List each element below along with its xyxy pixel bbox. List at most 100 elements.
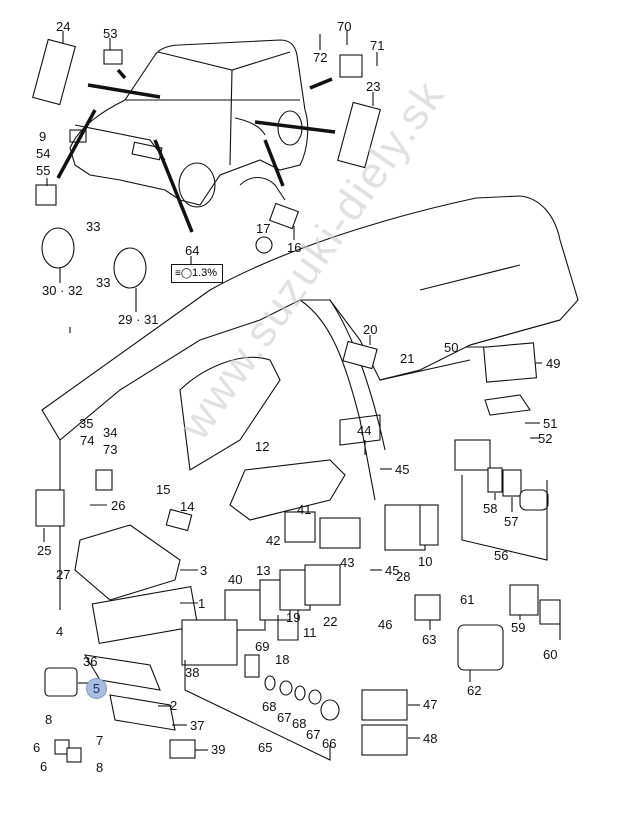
part-58 [487, 467, 503, 493]
callout-47[interactable]: 47 [423, 697, 438, 712]
part-67b [308, 689, 322, 705]
callout-65[interactable]: 65 [258, 740, 273, 755]
callout-50[interactable]: 50 [444, 340, 459, 355]
callout-74[interactable]: 74 [80, 433, 95, 448]
callout-27[interactable]: 27 [56, 567, 71, 582]
part-68a [264, 675, 276, 691]
part-10 [419, 504, 439, 546]
callout-67-first[interactable]: 67 [277, 710, 292, 725]
part-3 [74, 524, 181, 601]
callout-33-lower[interactable]: 33 [96, 275, 111, 290]
part-63 [414, 594, 441, 621]
part-62 [457, 624, 504, 671]
callout-63[interactable]: 63 [422, 632, 437, 647]
callout-24[interactable]: 24 [56, 19, 71, 34]
callout-53[interactable]: 53 [103, 26, 118, 41]
headlamp-label-box: ≡◯ 1.3% [171, 264, 223, 283]
headlamp-percent: 1.3% [192, 267, 218, 279]
callout-10[interactable]: 10 [418, 554, 433, 569]
part-12 [229, 459, 346, 521]
callout-68-second[interactable]: 68 [292, 716, 307, 731]
callout-34[interactable]: 34 [103, 425, 118, 440]
callout-58[interactable]: 58 [483, 501, 498, 516]
part-60 [539, 599, 561, 625]
callout-14[interactable]: 14 [180, 499, 195, 514]
callout-4[interactable]: 4 [56, 624, 64, 639]
callout-51[interactable]: 51 [543, 416, 558, 431]
callout-54[interactable]: 54 [36, 146, 51, 161]
callout-68-first[interactable]: 68 [262, 699, 277, 714]
callout-5-highlighted[interactable]: 5 [86, 678, 107, 699]
callout-36[interactable]: 36 [83, 654, 98, 669]
callout-6-lower[interactable]: 6 [40, 759, 48, 774]
callout-60[interactable]: 60 [543, 647, 558, 662]
callout-67-second[interactable]: 67 [306, 727, 321, 742]
callout-30-32[interactable]: 30 · 32 [42, 283, 83, 298]
callout-42[interactable]: 42 [266, 533, 281, 548]
callout-61[interactable]: 61 [460, 592, 475, 607]
callout-73[interactable]: 73 [103, 442, 118, 457]
callout-43[interactable]: 43 [340, 555, 355, 570]
callout-56[interactable]: 56 [494, 548, 509, 563]
callout-8-upper[interactable]: 8 [45, 712, 53, 727]
callout-71[interactable]: 71 [370, 38, 385, 53]
part-70 [339, 54, 363, 78]
callout-15[interactable]: 15 [156, 482, 171, 497]
callout-69[interactable]: 69 [255, 639, 270, 654]
callout-70[interactable]: 70 [337, 19, 352, 34]
part-73 [95, 469, 113, 491]
callout-22[interactable]: 22 [323, 614, 338, 629]
callout-9[interactable]: 9 [39, 129, 47, 144]
part-25 [35, 489, 65, 527]
callout-13[interactable]: 13 [256, 563, 271, 578]
part-51 [484, 394, 531, 416]
part-59 [509, 584, 539, 616]
headlamp-icon: ≡◯ [175, 268, 193, 279]
callout-28[interactable]: 28 [396, 569, 411, 584]
callout-8-lower[interactable]: 8 [96, 760, 104, 775]
callout-62[interactable]: 62 [467, 683, 482, 698]
callout-49[interactable]: 49 [546, 356, 561, 371]
callout-41[interactable]: 41 [297, 502, 312, 517]
callout-11[interactable]: 11 [303, 625, 317, 640]
callout-25[interactable]: 25 [37, 543, 52, 558]
callout-38[interactable]: 38 [185, 665, 200, 680]
part-24 [32, 38, 76, 106]
callout-45-upper[interactable]: 45 [395, 462, 410, 477]
callout-29-31[interactable]: 29 · 31 [118, 312, 159, 327]
callout-44[interactable]: 44 [357, 423, 372, 438]
callout-64[interactable]: 64 [185, 243, 200, 258]
part-67a [279, 680, 293, 696]
callout-52[interactable]: 52 [538, 431, 553, 446]
callout-7[interactable]: 7 [96, 733, 104, 748]
callout-17[interactable]: 17 [256, 221, 271, 236]
part-69 [244, 654, 260, 678]
callout-46[interactable]: 46 [378, 617, 393, 632]
callout-23[interactable]: 23 [366, 79, 381, 94]
callout-18[interactable]: 18 [275, 652, 290, 667]
callout-20[interactable]: 20 [363, 322, 378, 337]
callout-26[interactable]: 26 [111, 498, 126, 513]
callout-59[interactable]: 59 [511, 620, 526, 635]
callout-39[interactable]: 39 [211, 742, 226, 757]
callout-40[interactable]: 40 [228, 572, 243, 587]
callout-19[interactable]: 19 [286, 610, 301, 625]
callout-2[interactable]: 2 [170, 698, 178, 713]
callout-3[interactable]: 3 [200, 563, 208, 578]
callout-37[interactable]: 37 [190, 718, 205, 733]
callout-55[interactable]: 55 [36, 163, 51, 178]
callout-48[interactable]: 48 [423, 731, 438, 746]
part-49 [483, 342, 538, 383]
callout-6-upper[interactable]: 6 [33, 740, 41, 755]
callout-1[interactable]: 1 [198, 596, 206, 611]
callout-33-upper[interactable]: 33 [86, 219, 101, 234]
callout-72[interactable]: 72 [313, 50, 328, 65]
callout-21[interactable]: 21 [400, 351, 415, 366]
callout-57[interactable]: 57 [504, 514, 519, 529]
callout-45-lower[interactable]: 45 [385, 563, 400, 578]
part-68b [294, 685, 306, 701]
callout-35[interactable]: 35 [79, 416, 94, 431]
callout-66[interactable]: 66 [322, 736, 337, 751]
callout-12[interactable]: 12 [255, 439, 270, 454]
callout-16[interactable]: 16 [287, 240, 302, 255]
